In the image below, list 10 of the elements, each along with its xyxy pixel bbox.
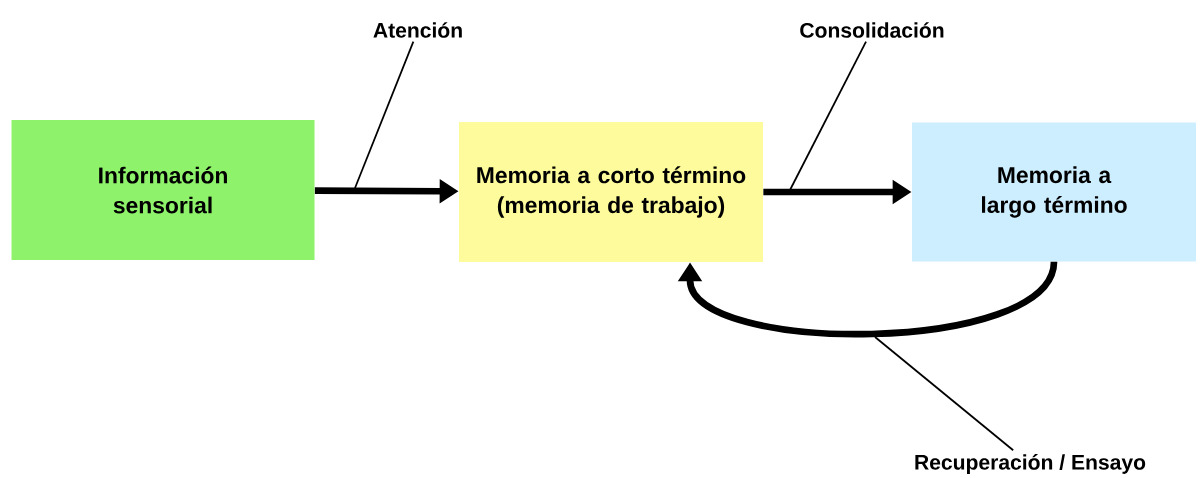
process-box: Información sensorial: [11, 120, 315, 260]
edge-label: Consolidación: [800, 22, 944, 38]
leader-line: [354, 40, 415, 189]
edge-label: Recuperación / Ensayo: [915, 454, 1146, 474]
leader-line: [789, 40, 867, 191]
process-box: Memoria a corto término (memoria de trabajo): [459, 122, 763, 262]
arrow: [677, 260, 1058, 338]
process-box: Memoria a largo término: [912, 122, 1196, 262]
edge-label: Atención: [373, 22, 462, 38]
leader-line: [874, 336, 1015, 452]
